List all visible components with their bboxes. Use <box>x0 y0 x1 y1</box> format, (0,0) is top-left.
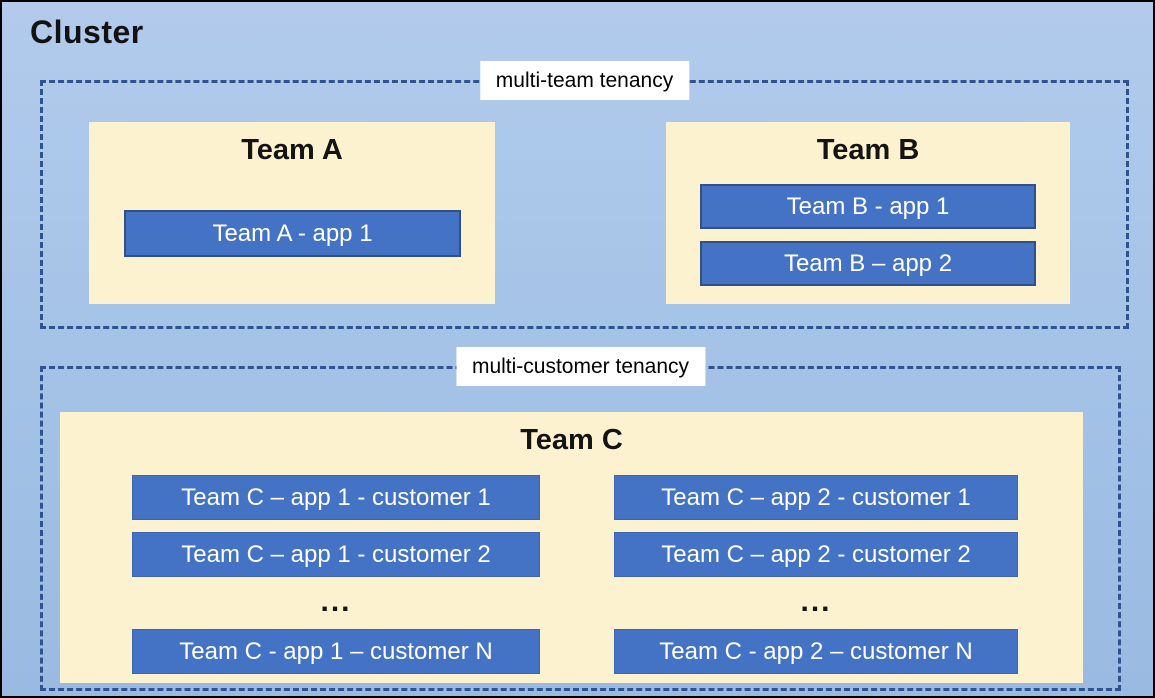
team-c-app1-customer1-box: Team C – app 1 - customer 1 <box>132 475 540 520</box>
multi-team-tenancy-label: multi-team tenancy <box>479 61 690 101</box>
team-c-title: Team C <box>520 424 623 456</box>
team-c-app1-customerN-box: Team C - app 1 – customer N <box>132 629 540 674</box>
team-a-app1-box: Team A - app 1 <box>124 210 461 257</box>
team-c-app2-customerN-box: Team C - app 2 – customer N <box>614 629 1018 674</box>
multi-customer-tenancy-label: multi-customer tenancy <box>455 347 706 387</box>
team-c-app2-ellipsis: ... <box>800 585 832 618</box>
cluster-title: Cluster <box>30 14 144 50</box>
team-c-app1-column: Team C – app 1 - customer 1 Team C – app… <box>132 475 540 674</box>
team-b-title: Team B <box>816 134 920 166</box>
team-c-app2-customer2-box: Team C – app 2 - customer 2 <box>614 532 1018 577</box>
team-a-title: Team A <box>241 134 343 166</box>
team-b-box: Team B Team B - app 1 Team B – app 2 <box>666 122 1070 304</box>
team-c-app1-customer2-box: Team C – app 1 - customer 2 <box>132 532 540 577</box>
team-c-app2-customer1-box: Team C – app 2 - customer 1 <box>614 475 1018 520</box>
team-c-box: Team C Team C – app 1 - customer 1 Team … <box>60 412 1083 683</box>
team-c-app2-column: Team C – app 2 - customer 1 Team C – app… <box>614 475 1018 674</box>
team-c-app1-ellipsis: ... <box>320 585 352 618</box>
multi-customer-tenancy-box: multi-customer tenancy Team C Team C – a… <box>40 347 1121 691</box>
multi-team-tenancy-box: multi-team tenancy Team A Team A - app 1… <box>40 61 1129 329</box>
team-b-app1-box: Team B - app 1 <box>700 184 1036 229</box>
team-a-box: Team A Team A - app 1 <box>89 122 495 304</box>
team-b-app2-box: Team B – app 2 <box>700 241 1036 286</box>
